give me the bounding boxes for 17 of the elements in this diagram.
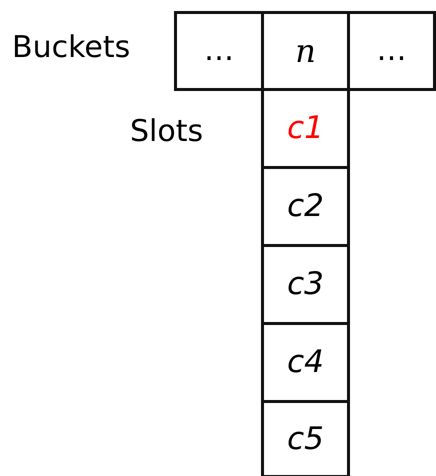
row-label: Buckets [12,33,130,63]
bucket-cell [347,11,436,91]
bucket-cell [174,11,264,91]
slot-cell [261,322,350,403]
slot-label: c2 [287,191,324,222]
slot-label: c3 [287,269,324,300]
slot-label: c4 [287,347,324,378]
bucket-label: … [376,36,406,66]
slot-cell [261,88,350,169]
bucket-label: n [295,35,316,67]
slot-cell [261,166,350,247]
slot-label: c1 [287,113,324,144]
slot-cell [261,244,350,325]
column-label: Slots [130,117,204,147]
slot-label: c5 [287,424,324,454]
slot-cell [261,400,350,476]
bucket-label: … [204,36,234,66]
